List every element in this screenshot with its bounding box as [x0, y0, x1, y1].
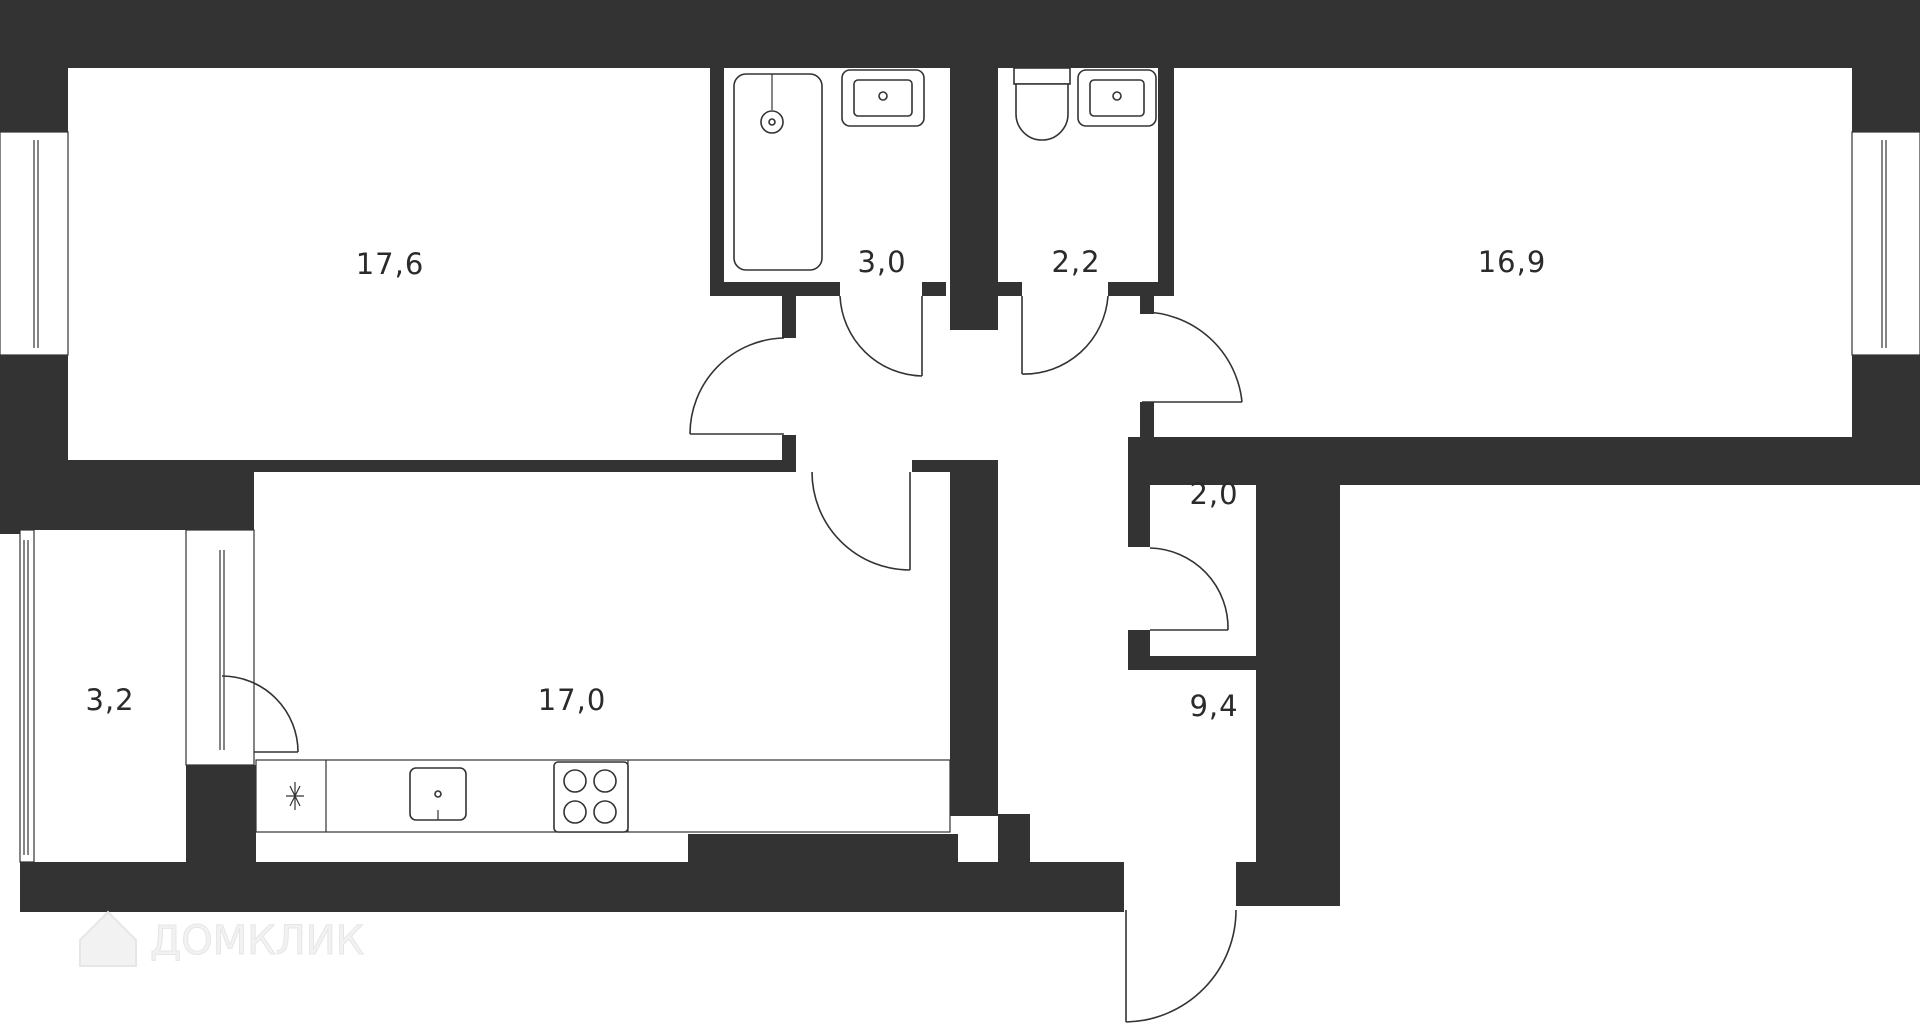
hallway-area: 9,4	[1189, 689, 1238, 723]
watermark-text: ДОМКЛИК	[150, 918, 364, 964]
bathtub	[733, 73, 823, 271]
room-living-left-area: 17,6	[356, 247, 425, 281]
bathroom-area: 3,0	[857, 245, 906, 279]
kitchen-area: 17,0	[538, 683, 607, 717]
storage-area: 2,0	[1189, 477, 1238, 511]
room-right-area: 16,9	[1478, 245, 1547, 279]
toilet-bowl	[1013, 67, 1071, 141]
bathroom-sink	[841, 69, 925, 127]
toilet-area: 2,2	[1051, 245, 1100, 279]
stove	[553, 761, 629, 833]
toilet-sink	[1077, 69, 1157, 127]
kitchen-sink	[409, 767, 467, 821]
windows	[0, 131, 1920, 863]
walls	[0, 0, 1920, 912]
doors	[221, 295, 1243, 1023]
watermark: ДОМКЛИК	[79, 910, 365, 967]
balcony-area: 3,2	[85, 683, 134, 717]
watermark-logo-icon	[79, 910, 137, 967]
area-labels: 17,6 3,0 2,2 16,9 2,0 3,2 17,0 9,4	[85, 245, 1547, 723]
